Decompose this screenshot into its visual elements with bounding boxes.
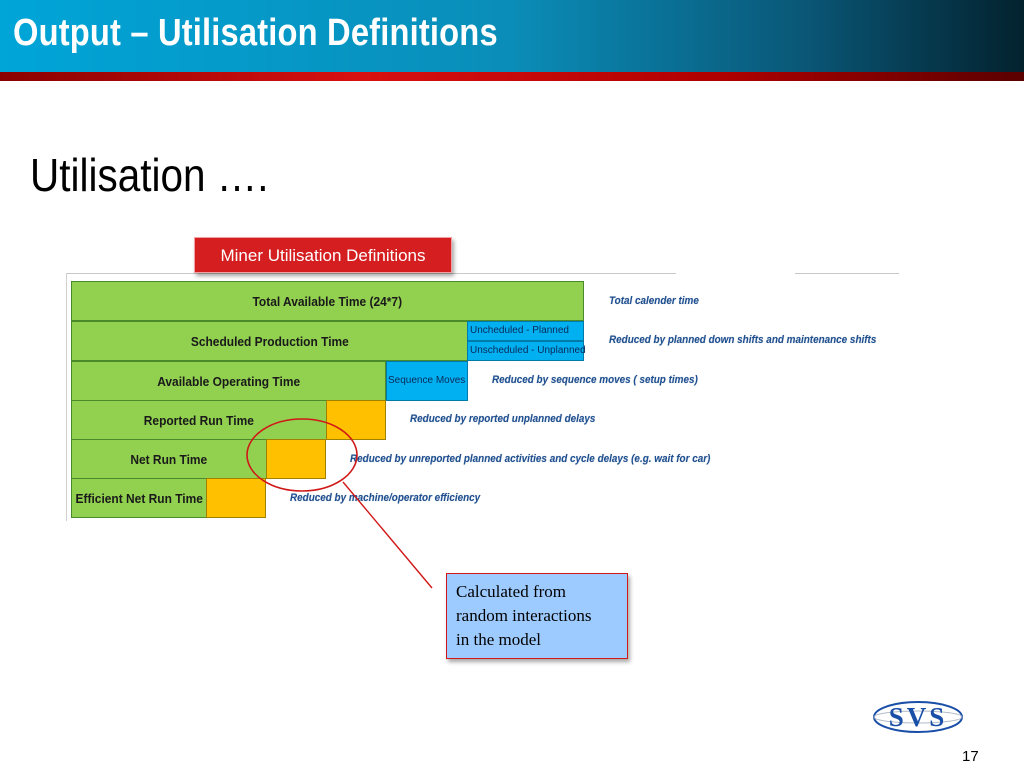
note-sequence-moves: Reduced by sequence moves ( setup times) <box>492 374 698 386</box>
bar-net-run-time: Net Run Time <box>71 439 267 479</box>
callout-line-1: Calculated from <box>456 582 566 601</box>
title-bar: Output – Utilisation Definitions <box>0 0 1024 72</box>
note-reported-unplanned-delays: Reduced by reported unplanned delays <box>410 413 596 425</box>
unscheduled-unplanned-label: Unscheduled - Unplanned <box>470 345 586 356</box>
sequence-moves-box: Sequence Moves <box>386 361 468 401</box>
diagram-title: Miner Utilisation Definitions <box>194 237 452 273</box>
unreported-delay-box <box>266 439 326 479</box>
slide-subtitle: Utilisation …. <box>30 149 269 201</box>
diagram-frame-top-right <box>795 273 899 274</box>
header-divider <box>0 72 1024 81</box>
bar-label: Efficient Net Run Time <box>75 490 203 506</box>
callout-line-3: in the model <box>456 630 541 649</box>
unscheduled-planned-label: Uncheduled - Planned <box>470 325 569 336</box>
bar-efficient-net-run-time: Efficient Net Run Time <box>71 478 207 518</box>
svs-logo-text: SVS <box>888 702 948 732</box>
bar-total-available-time: Total Available Time (24*7) <box>71 281 584 321</box>
bar-label: Scheduled Production Time <box>190 333 349 349</box>
bar-scheduled-production-time: Scheduled Production Time <box>71 321 468 361</box>
diagram-frame-top <box>66 273 676 274</box>
bar-label: Net Run Time <box>130 451 208 467</box>
svs-logo-icon <box>873 701 963 733</box>
bar-label: Reported Run Time <box>143 412 255 428</box>
slide-title: Output – Utilisation Definitions <box>13 12 498 54</box>
bar-reported-run-time: Reported Run Time <box>71 400 327 440</box>
efficiency-loss-box <box>206 478 266 518</box>
note-machine-efficiency: Reduced by machine/operator efficiency <box>290 492 481 504</box>
note-total-calendar-time: Total calender time <box>609 295 699 307</box>
bar-label: Total Available Time (24*7) <box>252 293 403 309</box>
callout-line-2: random interactions <box>456 606 592 625</box>
bar-available-operating-time: Available Operating Time <box>71 361 386 401</box>
reported-delay-box <box>326 400 386 440</box>
unscheduled-planned-box: Uncheduled - Planned <box>467 321 584 341</box>
diagram-frame-left <box>66 273 67 521</box>
callout-box: Calculated from random interactions in t… <box>446 573 628 659</box>
bar-label: Available Operating Time <box>157 373 300 389</box>
page-number: 17 <box>962 748 979 765</box>
sequence-moves-label: Sequence Moves <box>388 375 466 386</box>
note-planned-down-shifts: Reduced by planned down shifts and maint… <box>609 334 877 346</box>
svs-logo: SVS <box>872 700 964 734</box>
note-unreported-planned-activities: Reduced by unreported planned activities… <box>350 453 711 465</box>
unscheduled-unplanned-box: Unscheduled - Unplanned <box>467 341 586 361</box>
